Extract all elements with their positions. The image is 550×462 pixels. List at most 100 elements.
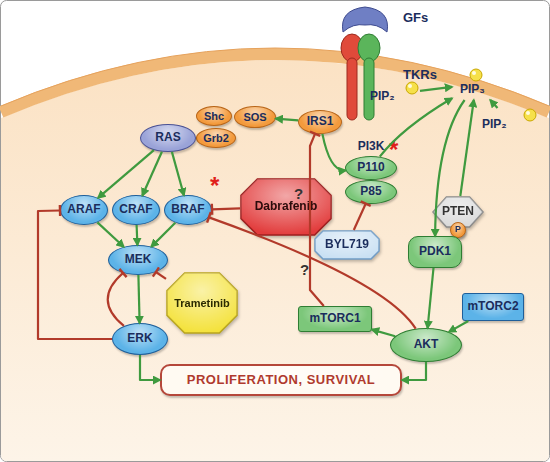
node-label: PIP₂ [482, 118, 507, 131]
adaptor-oval: Shc [196, 106, 232, 126]
ligand-shape [342, 7, 387, 32]
activation-arrow [428, 268, 434, 328]
node-label: SOS [243, 111, 266, 123]
mutation-star: * [210, 174, 219, 198]
node-label: PROLIFERATION, SURVIVAL [187, 373, 375, 387]
inhibition-line [354, 204, 366, 230]
node-label: Trametinib [174, 297, 230, 309]
cytoplasm [1, 60, 549, 461]
shape-gloss [315, 231, 379, 259]
activation-arrow [142, 152, 162, 196]
node-label: PI3K [340, 140, 402, 153]
lipid-gloss [526, 111, 530, 115]
kinase-oval: ERK [112, 323, 168, 355]
membrane-edge [1, 48, 549, 106]
activation-arrow [490, 100, 497, 108]
complex-box: mTORC2 [462, 293, 524, 321]
shape-gloss [241, 179, 331, 235]
activation-arrow [435, 100, 465, 236]
activation-arrow [276, 119, 298, 121]
lipid-head [470, 69, 482, 81]
edge-label: ? [300, 262, 309, 277]
drug-octagon: Trametinib [166, 272, 238, 334]
shape-fill [315, 231, 379, 259]
activation-arrow [151, 223, 175, 247]
kinase-box: PDK1 [408, 236, 462, 268]
node-label: TKRs [403, 68, 437, 82]
node-label: ERK [127, 332, 152, 345]
inhibition-line [212, 207, 240, 210]
lipid-label: PIP₂ [480, 108, 540, 136]
activation-arrow [140, 355, 160, 380]
activation-arrow [136, 225, 139, 245]
activation-arrow [460, 100, 474, 196]
growth-factor: GFs [335, 2, 435, 36]
adaptor-oval: SOS [234, 106, 276, 128]
node-label: Grb2 [203, 132, 229, 144]
lipid-label: PIP₂ [368, 80, 420, 108]
node-label: P110 [357, 161, 384, 174]
drug-box: BYL719 [314, 230, 380, 260]
activation-arrow [138, 275, 139, 323]
lipid-gloss [408, 84, 412, 88]
adaptor-oval: IRS1 [298, 110, 342, 134]
phosphatase-hexagon: PTENP [432, 196, 484, 228]
cell-membrane [1, 54, 549, 112]
node-label: Shc [204, 110, 224, 122]
complex-group: PI3K P110P85 [340, 140, 402, 208]
inhibition-line [310, 134, 324, 306]
edge-label: ? [294, 186, 303, 201]
lipid-label: PIP₃ [452, 68, 500, 100]
node-label: PDK1 [419, 245, 451, 258]
outcome-box: PROLIFERATION, SURVIVAL [160, 364, 402, 396]
node-label: BYL719 [325, 238, 369, 251]
receptor-stalk [347, 58, 357, 120]
lipid-head [524, 109, 536, 121]
node-label: PIP₂ [370, 90, 395, 103]
kinase-oval: BRAF [164, 195, 212, 225]
subunit-oval: P85 [345, 180, 397, 204]
inhibition-line [108, 273, 124, 326]
kinase-oval: MEK [108, 245, 168, 275]
activation-arrow [380, 98, 452, 156]
kinase-oval: AKT [390, 328, 462, 362]
activation-arrow [172, 152, 184, 195]
activation-arrow [322, 134, 345, 171]
activation-arrow [449, 321, 468, 332]
node-label: RAS [155, 131, 180, 144]
shape-fill [241, 179, 331, 235]
inhibition-line [38, 211, 112, 340]
kinase-oval: ARAF [60, 195, 108, 225]
inhibition-line [156, 272, 166, 279]
shape-gloss [167, 273, 237, 333]
node-label: IRS1 [307, 115, 334, 128]
node-label: P [455, 225, 461, 235]
activation-arrow [97, 222, 123, 246]
receptor-stalk [364, 58, 374, 120]
node-label: PIP₃ [460, 83, 485, 96]
node-label: mTORC2 [467, 300, 518, 313]
node-label: PTEN [442, 205, 474, 218]
lipid-gloss [472, 71, 476, 75]
adaptor-oval: Grb2 [196, 128, 236, 148]
node-label: BRAF [171, 203, 204, 216]
drug-octagon: Dabrafenib [240, 178, 332, 236]
node-label: MEK [125, 253, 152, 266]
shape-fill [167, 273, 237, 333]
inhibition-line [209, 217, 416, 328]
receptor: TKRs [335, 30, 445, 125]
kinase-oval: CRAF [112, 195, 160, 225]
activation-arrow [372, 330, 395, 337]
gtpase-oval: RAS [140, 124, 196, 152]
node-label: ARAF [67, 203, 100, 216]
activation-arrow [402, 362, 426, 380]
mutation-star: * [389, 138, 398, 162]
node-label: mTORC1 [309, 312, 360, 325]
activation-arrow [98, 150, 154, 198]
node-label: CRAF [119, 203, 152, 216]
node-label: Dabrafenib [255, 200, 318, 213]
